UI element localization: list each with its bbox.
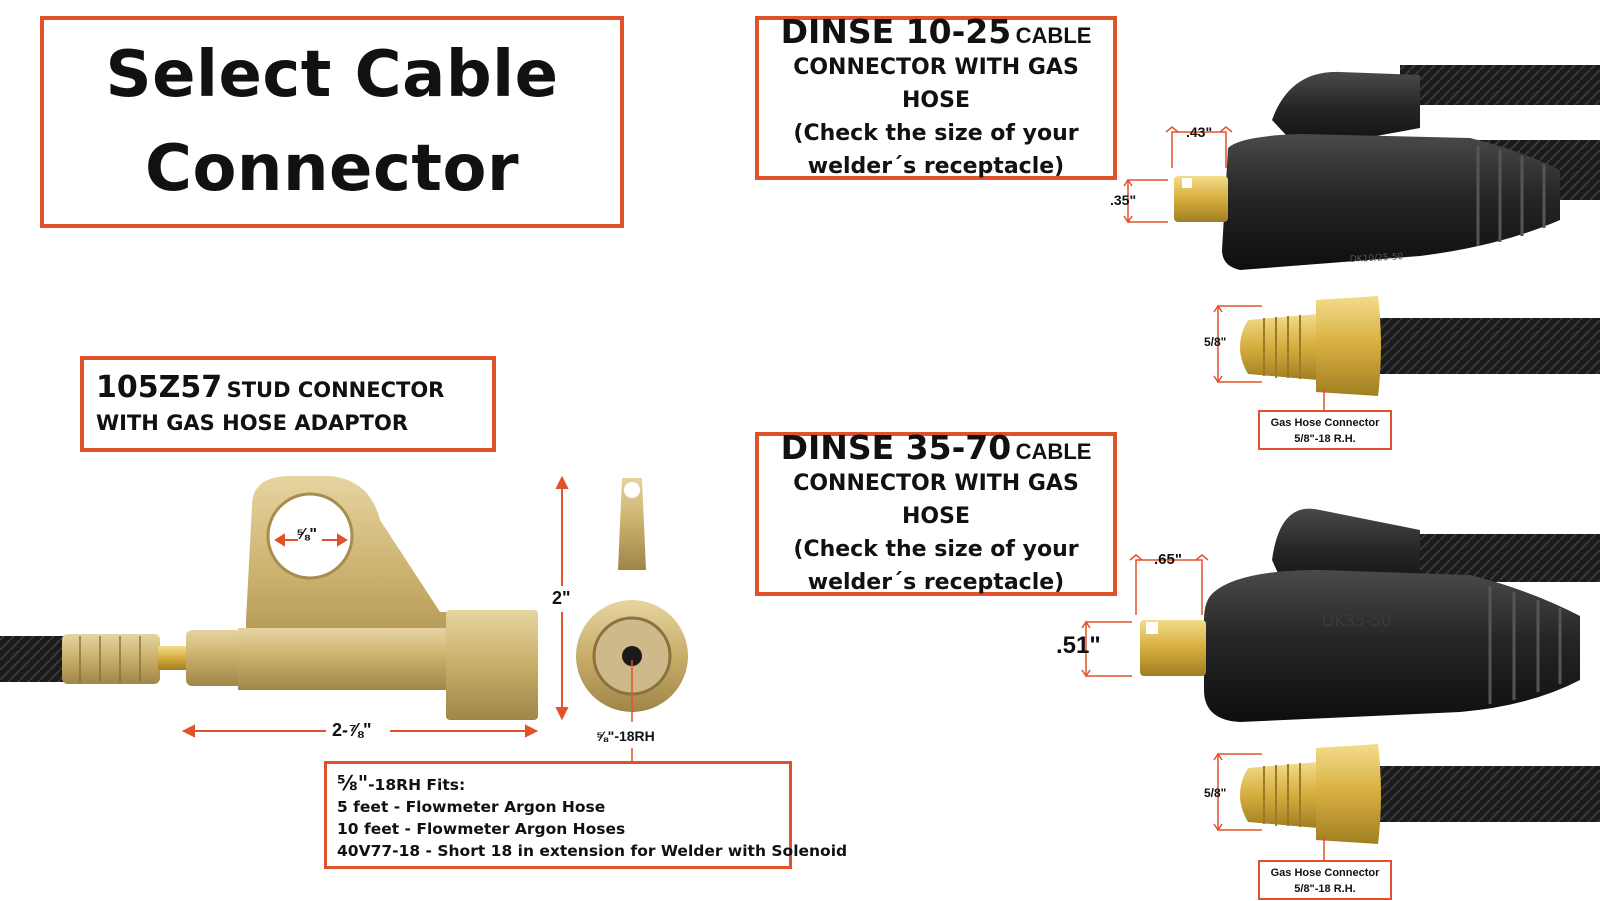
stud-thread-dim: ⅝"-18RH — [596, 728, 655, 744]
gas-hose-label-2-line1: Gas Hose Connector — [1270, 867, 1380, 879]
gas-hose-dim-1: 5/8" — [1204, 335, 1227, 349]
dinse-35-70-model: DINSE 35-70 — [780, 428, 1012, 467]
dinse-35-70-box: DINSE 35-70 CABLE CONNECTOR WITH GAS HOS… — [755, 429, 1117, 596]
gas-hose-dimension-lines-1 — [1213, 304, 1325, 412]
stud-hole-dim: ⅝" — [296, 526, 317, 543]
gas-hose-dim-2: 5/8" — [1204, 786, 1227, 800]
dinse-10-25-molded-text: DK10/25-50 — [1350, 252, 1404, 265]
gas-hose-connector-image-2 — [1240, 744, 1600, 844]
dinse-10-25-suffix: CABLE — [1015, 23, 1092, 48]
fits-heading-bold: ⅝" — [337, 771, 369, 795]
dinse-35-70-line3: (Check the size of your — [793, 537, 1079, 562]
dinse-10-25-line4: welder´s receptacle) — [807, 154, 1065, 179]
stud-line2: WITH GAS HOSE ADAPTOR — [96, 411, 408, 435]
dinse-10-25-box: DINSE 10-25 CABLE CONNECTOR WITH GAS HOS… — [755, 13, 1117, 180]
dinse-35-70-line2: CONNECTOR WITH GAS HOSE — [793, 471, 1079, 529]
dinse-10-25-width-dim: .43" — [1186, 124, 1213, 140]
fits-item: 40V77-18 - Short 18 in extension for Wel… — [337, 842, 848, 860]
dinse-35-70-dimension-lines — [1081, 554, 1209, 678]
dinse-35-70-height-dim: .51" — [1056, 632, 1101, 659]
stud-suffix: STUD CONNECTOR — [226, 378, 445, 402]
fits-item: 5 feet - Flowmeter Argon Hose — [337, 798, 606, 816]
dinse-35-70-width-dim: .65" — [1154, 551, 1182, 568]
fits-heading-rest: -18RH Fits: — [368, 776, 466, 794]
title-box: Select Cable Connector — [40, 16, 624, 228]
dinse-35-70-connector-image: DK35-50 — [1140, 508, 1600, 722]
stud-connector-box: 105Z57 STUD CONNECTOR WITH GAS HOSE ADAP… — [80, 356, 496, 452]
stud-height-dim: 2" — [552, 588, 571, 608]
stud-connector-image — [0, 476, 688, 720]
dinse-35-70-molded-text: DK35-50 — [1322, 611, 1391, 630]
gas-hose-label-1-line2: 5/8"-18 R.H. — [1294, 433, 1356, 445]
gas-hose-label-2: Gas Hose Connector 5/8"-18 R.H. — [1258, 860, 1392, 900]
gas-hose-label-2-line2: 5/8"-18 R.H. — [1294, 883, 1356, 895]
title-line-1: Select Cable — [105, 38, 559, 112]
dinse-10-25-model: DINSE 10-25 — [780, 12, 1012, 51]
dinse-10-25-dimension-lines — [1123, 126, 1233, 224]
title-line-2: Connector — [144, 132, 520, 206]
stud-dimension-lines — [181, 475, 633, 761]
gas-hose-connector-image-1 — [1240, 296, 1600, 396]
dinse-10-25-height-dim: .35" — [1110, 192, 1137, 208]
fits-box: ⅝"-18RH Fits: 5 feet - Flowmeter Argon H… — [324, 761, 848, 869]
stud-model: 105Z57 — [96, 370, 223, 405]
gas-hose-dimension-lines-2 — [1213, 752, 1325, 862]
gas-hose-label-1-line1: Gas Hose Connector — [1270, 417, 1380, 429]
gas-hose-label-1: Gas Hose Connector 5/8"-18 R.H. — [1258, 410, 1392, 450]
dinse-35-70-suffix: CABLE — [1015, 439, 1092, 464]
fits-item: 10 feet - Flowmeter Argon Hoses — [337, 820, 626, 838]
dinse-10-25-connector-image: DK10/25-50 — [1174, 65, 1600, 270]
dinse-10-25-line2: CONNECTOR WITH GAS HOSE — [793, 55, 1079, 113]
stud-length-dim: 2-⅞" — [332, 720, 372, 740]
dinse-35-70-line4: welder´s receptacle) — [807, 570, 1065, 595]
dinse-10-25-line3: (Check the size of your — [793, 121, 1079, 146]
